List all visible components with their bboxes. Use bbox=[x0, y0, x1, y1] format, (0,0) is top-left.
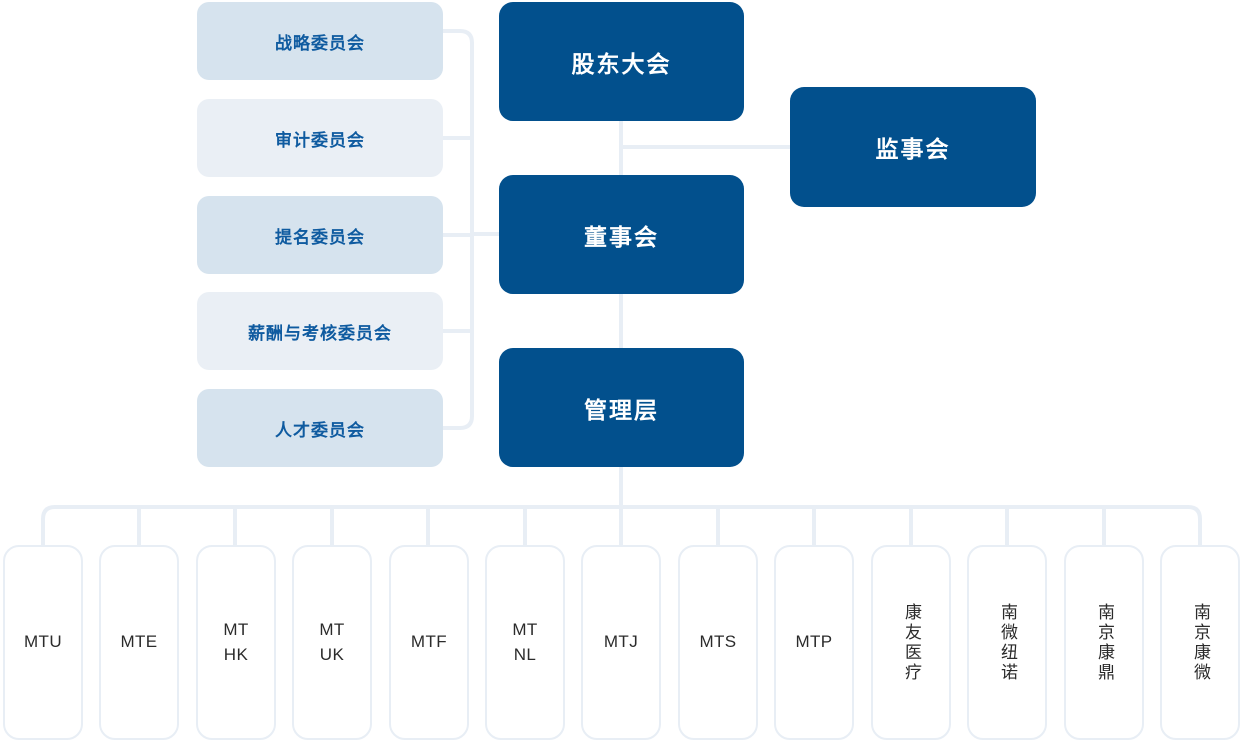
subsidiary-box-mt-hk[interactable]: MT HK bbox=[196, 545, 276, 740]
committee-spine bbox=[443, 29, 474, 430]
subsidiary-label: MT UK bbox=[319, 619, 345, 664]
subsidiary-label: MT HK bbox=[223, 619, 249, 664]
subsidiary-label: MT NL bbox=[512, 619, 538, 664]
subsidiary-label: MTU bbox=[23, 632, 63, 652]
committee-label: 人才委员会 bbox=[275, 420, 365, 440]
subsidiary-box-nanjing-kangwei[interactable]: 南京康微 bbox=[1160, 545, 1240, 740]
subsidiary-box-mt-uk[interactable]: MT UK bbox=[292, 545, 372, 740]
board-of-directors-box[interactable]: 董事会 bbox=[499, 175, 744, 294]
committee-box-nomination[interactable]: 提名委员会 bbox=[197, 196, 443, 274]
board-of-supervisors-label: 监事会 bbox=[875, 136, 951, 162]
committee-box-audit[interactable]: 审计委员会 bbox=[197, 99, 443, 177]
subsidiary-label: 康友医疗 bbox=[902, 602, 922, 683]
subsidiary-label: 南京康微 bbox=[1191, 602, 1211, 683]
committee-label: 审计委员会 bbox=[275, 130, 365, 150]
subsidiary-label: MTJ bbox=[603, 632, 639, 652]
committee-label: 提名委员会 bbox=[275, 227, 365, 247]
subsidiary-box-nanjing-kangding[interactable]: 南京康鼎 bbox=[1064, 545, 1144, 740]
subsidiary-label: MTF bbox=[410, 632, 448, 652]
subsidiary-bus bbox=[41, 505, 1202, 545]
board-of-supervisors-box[interactable]: 监事会 bbox=[790, 87, 1036, 207]
board-of-directors-label: 董事会 bbox=[584, 223, 659, 250]
shareholders-meeting-box[interactable]: 股东大会 bbox=[499, 2, 744, 121]
subsidiary-box-mt-nl[interactable]: MT NL bbox=[485, 545, 565, 740]
subsidiary-box-mtj[interactable]: MTJ bbox=[581, 545, 661, 740]
subsidiary-box-nanwei-niunuo[interactable]: 南微纽诺 bbox=[967, 545, 1047, 740]
committee-label: 薪酬与考核委员会 bbox=[248, 323, 392, 343]
subsidiary-box-kangyou-medical[interactable]: 康友医疗 bbox=[871, 545, 951, 740]
management-box[interactable]: 管理层 bbox=[499, 348, 744, 467]
subsidiary-box-mts[interactable]: MTS bbox=[678, 545, 758, 740]
subsidiary-label: 南京康鼎 bbox=[1095, 602, 1115, 683]
subsidiary-box-mte[interactable]: MTE bbox=[99, 545, 179, 740]
subsidiary-box-mtf[interactable]: MTF bbox=[389, 545, 469, 740]
subsidiary-box-mtp[interactable]: MTP bbox=[774, 545, 854, 740]
subsidiary-label: MTP bbox=[795, 632, 833, 652]
committee-label: 战略委员会 bbox=[275, 33, 365, 53]
management-label: 管理层 bbox=[584, 396, 659, 423]
subsidiary-label: MTE bbox=[120, 632, 158, 652]
subsidiary-box-mtu[interactable]: MTU bbox=[3, 545, 83, 740]
subsidiary-label: 南微纽诺 bbox=[998, 602, 1018, 683]
shareholders-meeting-label: 股东大会 bbox=[571, 50, 672, 77]
committee-box-remuneration-appraisal[interactable]: 薪酬与考核委员会 bbox=[197, 292, 443, 370]
committee-box-talent[interactable]: 人才委员会 bbox=[197, 389, 443, 467]
subsidiary-label: MTS bbox=[699, 632, 737, 652]
committee-box-strategy[interactable]: 战略委员会 bbox=[197, 2, 443, 80]
